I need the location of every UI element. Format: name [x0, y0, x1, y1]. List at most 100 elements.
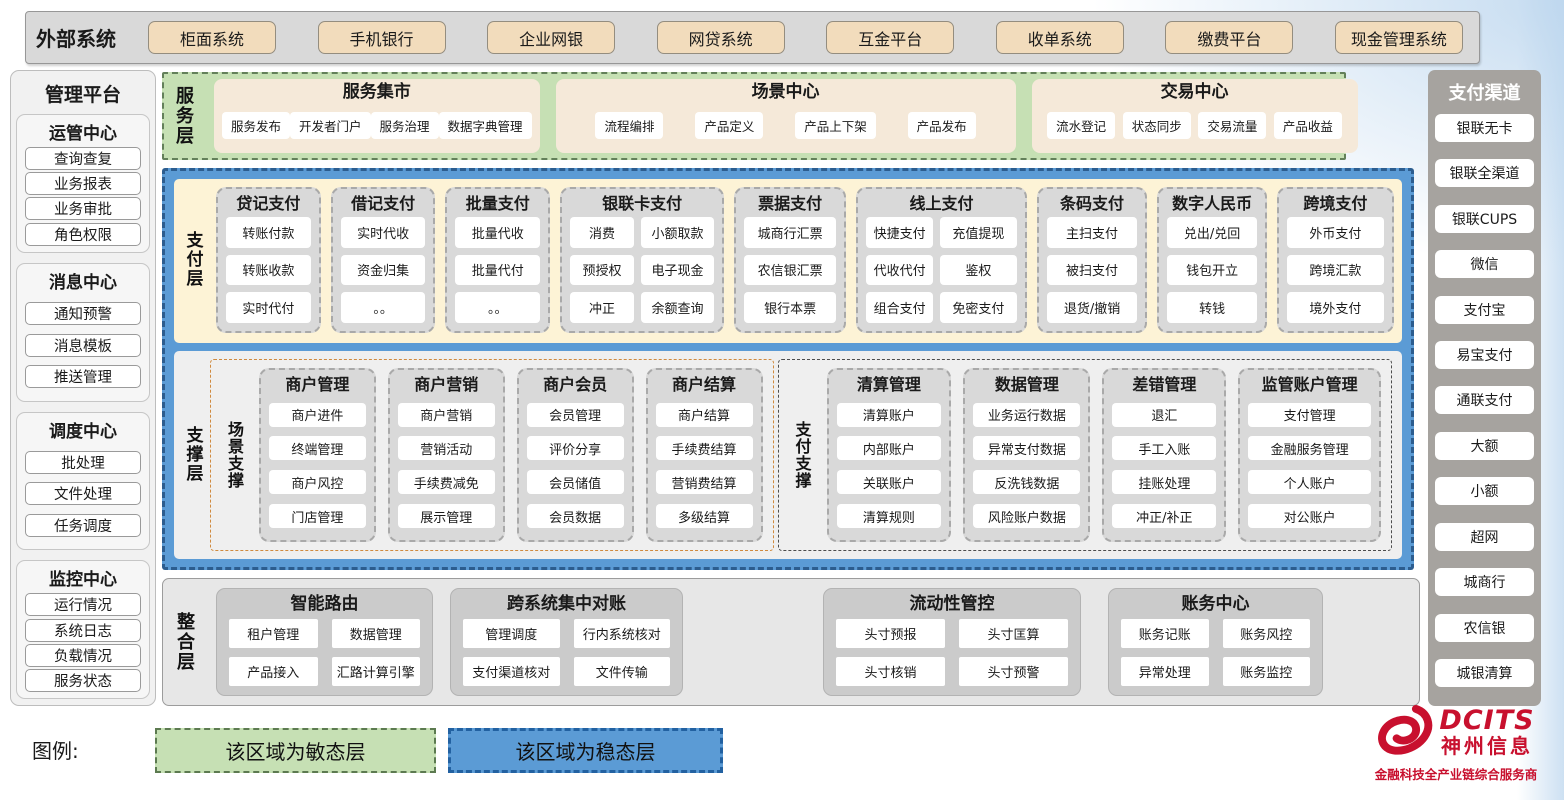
module-chip: 异常处理 [1121, 657, 1209, 686]
module-chip: 组合支付 [866, 292, 933, 323]
module-chip: 外币支付 [1286, 217, 1384, 248]
payment-card-ecny: 数字人民币 兑出/兑回钱包开立转钱 [1157, 187, 1267, 333]
module-chip: 境外支付 [1286, 292, 1384, 323]
scenario-support-group: 场景支撑 商户管理 商户进件终端管理商户风控门店管理 商户营销 商户营销营销活动… [210, 358, 774, 551]
module-chip: 支付管理 [1248, 402, 1371, 427]
external-systems-bar: 外部系统 柜面系统手机银行企业网银网贷系统互金平台收单系统缴费平台现金管理系统 [25, 11, 1480, 64]
module-chip: 代收代付 [866, 254, 933, 286]
integration-card-liquidity: 流动性管控 头寸预报头寸匡算头寸核销头寸预警 [823, 588, 1081, 696]
module-chip: 挂账处理 [1112, 470, 1217, 495]
external-system-box: 手机银行 [317, 21, 446, 54]
module-chip: 头寸匡算 [959, 619, 1068, 648]
card-title: 商户会员 [543, 374, 608, 394]
module-chip: 钱包开立 [1167, 254, 1257, 286]
module-chip: 账务监控 [1222, 657, 1310, 686]
payment-support-label: 支付支撑 [792, 420, 812, 489]
panel-title: 场景中心 [751, 82, 820, 102]
card-title: 跨境支付 [1303, 194, 1368, 213]
module-chip: 跨境汇款 [1286, 254, 1384, 286]
module-chip: 充值提现 [939, 217, 1017, 248]
card-title: 银联卡支付 [602, 194, 683, 213]
card-items: 业务运行数据异常支付数据反洗钱数据风险账户数据 [973, 398, 1081, 533]
external-system-box: 缴费平台 [1165, 21, 1294, 54]
card-items: 商户营销营销活动手续费减免展示管理 [397, 398, 495, 533]
module-chip: 手续费减免 [397, 470, 495, 495]
support-card-clearing: 清算管理 清算账户内部账户关联账户清算规则 [826, 367, 952, 542]
module-chip: 评价分享 [526, 436, 624, 461]
channel-chip: 城银清算 [1435, 659, 1534, 688]
module-chip: 服务发布 [222, 112, 291, 139]
module-chip: 会员数据 [526, 504, 624, 529]
scenario-support-label: 场景支撑 [225, 420, 244, 489]
card-title: 账务中心 [1181, 594, 1250, 614]
module-chip: 。。 [340, 292, 426, 323]
group-scheduling-center: 调度中心 批处理文件处理任务调度 [16, 411, 150, 551]
legend-agile-box: 该区域为敏态层 [155, 728, 436, 773]
integration-card-reconciliation: 跨系统集中对账 管理调度行内系统核对支付渠道核对文件传输 [450, 588, 683, 696]
channel-chip: 通联支付 [1435, 386, 1534, 415]
card-title: 数字人民币 [1172, 194, 1253, 213]
legend-stable-box: 该区域为稳态层 [448, 728, 723, 773]
payment-card-crossborder: 跨境支付 外币支付跨境汇款境外支付 [1276, 187, 1394, 333]
support-layer-label: 支撑层 [182, 426, 203, 484]
card-title: 借记支付 [351, 194, 416, 213]
support-card-data-mgmt: 数据管理 业务运行数据异常支付数据反洗钱数据风险账户数据 [963, 367, 1091, 542]
module-chip: 产品收益 [1273, 112, 1342, 139]
card-items: 批量代收批量代付。。 [455, 217, 541, 323]
card-title: 商户结算 [672, 374, 737, 394]
module-chip: 商户营销 [397, 402, 495, 427]
module-chip: 兑出/兑回 [1167, 217, 1257, 248]
module-chip: 产品上下架 [795, 112, 876, 139]
module-chip: 金融服务管理 [1248, 436, 1371, 461]
card-title: 批量支付 [465, 194, 530, 213]
card-items: 退汇手工入账挂账处理冲正/补正 [1112, 398, 1217, 533]
module-chip: 实时代收 [340, 217, 426, 248]
module-chip: 头寸预警 [959, 657, 1068, 686]
module-chip: 汇路计算引擎 [331, 657, 420, 686]
card-title: 商户管理 [285, 374, 350, 394]
module-chip: 清算账户 [836, 402, 942, 427]
module-chip: 租户管理 [229, 619, 318, 648]
module-chip: 业务运行数据 [973, 402, 1081, 427]
group-title: 监控中心 [49, 570, 117, 591]
card-items: 商户结算手续费结算营销费结算多级结算 [655, 398, 753, 533]
module-chip: 转账收款 [226, 254, 311, 286]
card-title: 流动性管控 [909, 594, 995, 614]
channel-chip: 小额 [1435, 477, 1534, 506]
card-items: 兑出/兑回钱包开立转钱 [1167, 217, 1257, 323]
card-title: 智能路由 [290, 594, 359, 614]
external-system-box: 企业网银 [487, 21, 616, 54]
module-chip: 批量代付 [455, 254, 541, 286]
integration-layer-label: 整合层 [174, 612, 195, 672]
support-card-merchant-mgmt: 商户管理 商户进件终端管理商户风控门店管理 [259, 367, 376, 542]
panel-items: 流程编排产品定义产品上下架产品发布 [564, 104, 1008, 147]
module-chip: 手续费结算 [655, 436, 753, 461]
module-chip: 会员储值 [526, 470, 624, 495]
module-chip: 冲正 [570, 292, 634, 323]
channel-chip: 超网 [1435, 522, 1534, 551]
payment-card-online: 线上支付 快捷支付充值提现代收代付鉴权组合支付免密支付 [856, 187, 1027, 333]
payment-support-group: 支付支撑 清算管理 清算账户内部账户关联账户清算规则 数据管理 业务运行数据异常… [777, 358, 1392, 551]
module-chip: 余额查询 [640, 292, 715, 323]
external-systems-list: 柜面系统手机银行企业网银网贷系统互金平台收单系统缴费平台现金管理系统 [148, 21, 1463, 54]
channel-chip: 支付宝 [1435, 295, 1534, 324]
module-chip: 查询查复 [25, 147, 141, 171]
card-title: 清算管理 [856, 374, 921, 394]
module-chip: 农信银汇票 [744, 254, 837, 286]
module-chip: 行内系统核对 [573, 619, 670, 648]
group-items: 查询查复业务报表业务审批角色权限 [22, 145, 144, 248]
module-chip: 多级结算 [655, 504, 753, 529]
card-items: 会员管理评价分享会员储值会员数据 [526, 398, 624, 533]
integration-card-routing: 智能路由 租户管理数据管理产品接入汇路计算引擎 [216, 588, 433, 696]
module-chip: 。。 [455, 292, 541, 323]
card-title: 数据管理 [994, 374, 1059, 394]
module-chip: 产品定义 [695, 112, 764, 139]
module-chip: 退货/撤销 [1046, 292, 1138, 323]
card-title: 监管账户管理 [1261, 374, 1358, 394]
module-chip: 商户风控 [269, 470, 366, 495]
panel-transaction-center: 交易中心 流水登记状态同步交易流量产品收益 [1031, 79, 1358, 153]
external-systems-title: 外部系统 [36, 27, 116, 51]
module-chip: 鉴权 [939, 254, 1017, 286]
